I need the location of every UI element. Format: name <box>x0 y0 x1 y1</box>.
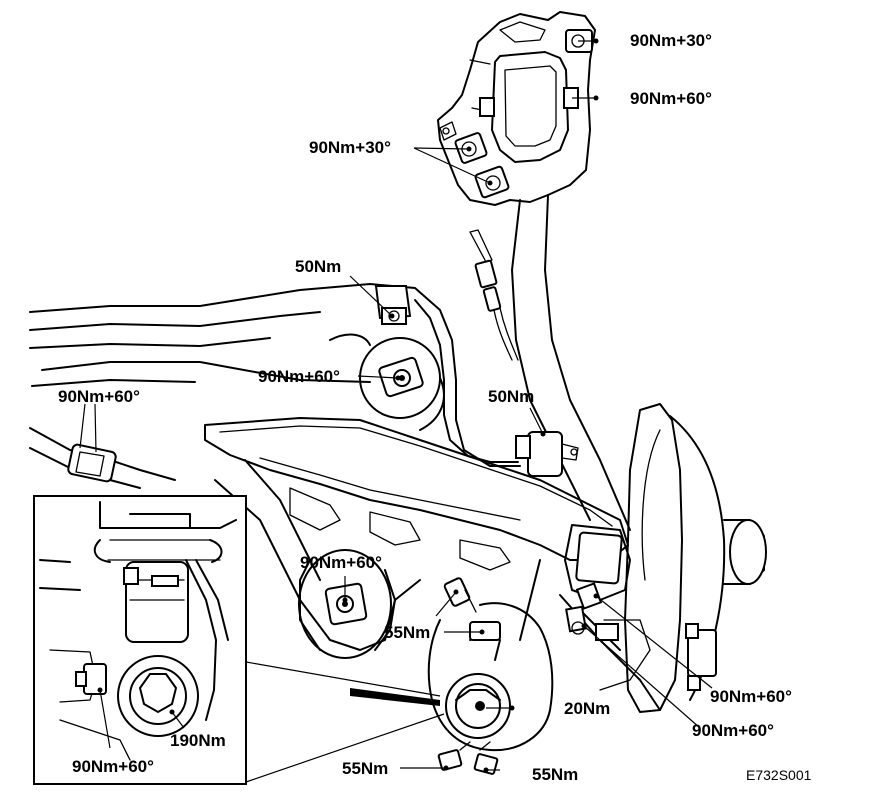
brake-hose-bracket <box>515 431 579 477</box>
label-subframe-mount-top: 90Nm+30° <box>630 31 712 50</box>
label-lower-arm-bush: 90Nm+60° <box>300 553 382 572</box>
caliper-assembly <box>427 577 554 775</box>
hub-assembly <box>599 403 767 713</box>
torque-labels: 90Nm+30° 90Nm+60° 90Nm+30° 50Nm 90Nm+60°… <box>58 31 792 784</box>
leader-lines <box>79 38 713 773</box>
label-caliper-bolt-lower-left: 55Nm <box>342 759 388 778</box>
label-hub-nut: 20Nm <box>564 699 610 718</box>
lower-arm-bush <box>298 549 396 659</box>
subframe-tower <box>437 11 596 206</box>
label-knuckle-lower: 90Nm+60° <box>692 721 774 740</box>
inset-detail <box>33 495 247 785</box>
label-subframe-mount-mid: 90Nm+60° <box>630 89 712 108</box>
label-brake-hose-bracket: 50Nm <box>488 387 534 406</box>
label-caliper-bolt-lower-right: 55Nm <box>532 765 578 784</box>
brake-hose <box>469 229 519 361</box>
label-subframe-mount-left: 90Nm+30° <box>309 138 391 157</box>
knuckle <box>559 524 661 711</box>
label-trailing-arm-bush: 90Nm+60° <box>258 367 340 386</box>
figure-code: E732S001 <box>746 767 812 783</box>
trailing-arm-bush <box>329 333 445 431</box>
label-stabilizer-bracket: 50Nm <box>295 257 341 276</box>
label-inset-bracket-bolt: 90Nm+60° <box>72 757 154 776</box>
left-side-bracket <box>29 427 176 489</box>
label-caliper-bolt-upper: 55Nm <box>384 623 430 642</box>
label-left-side-bolt: 90Nm+60° <box>58 387 140 406</box>
lower-control-arm <box>204 417 629 651</box>
strut-arm <box>511 194 631 531</box>
projection-lines <box>245 661 445 783</box>
label-knuckle-upper: 90Nm+60° <box>710 687 792 706</box>
label-inset-shock-nut: 190Nm <box>170 731 226 750</box>
